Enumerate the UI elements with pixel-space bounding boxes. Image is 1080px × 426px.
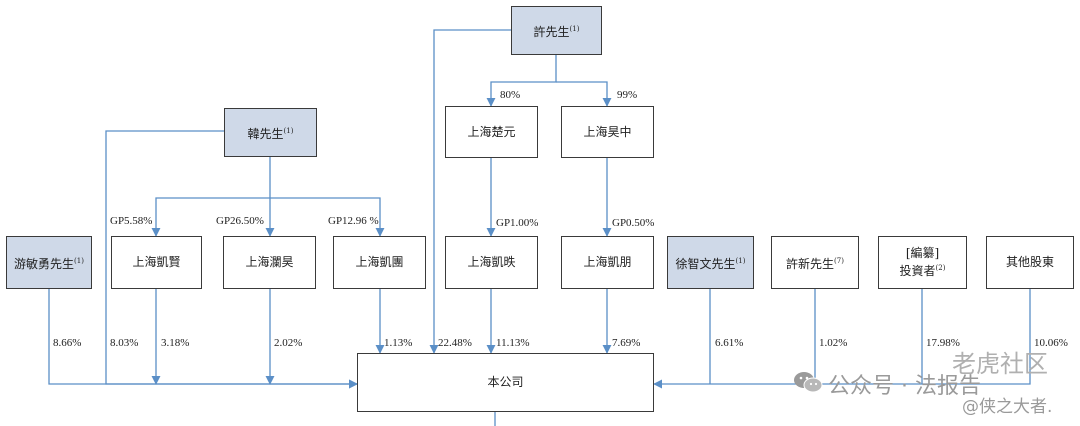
box-others-label: 其他股東: [1005, 255, 1054, 269]
box-kaituan-label: 上海凱團: [355, 255, 404, 269]
box-kaixian-label: 上海凱賢: [132, 255, 181, 269]
box-chuyuan: 上海楚元: [445, 106, 538, 158]
pct-investors: 17.98%: [926, 337, 960, 349]
line-xu-haozhong: [556, 81, 612, 107]
pct-kaixian: 3.18%: [161, 337, 190, 349]
pct-lanhao: 2.02%: [274, 337, 303, 349]
line-others-company: [653, 289, 1031, 389]
box-haozhong-label: 上海昊中: [583, 124, 632, 139]
box-xuxin-note: (7): [834, 256, 844, 265]
box-lanhao-label: 上海瀾昊: [245, 255, 294, 269]
box-others: 其他股東: [986, 236, 1074, 289]
box-you-note: (1): [74, 256, 84, 265]
pct-kaipeng: 7.69%: [612, 337, 641, 349]
wechat-icon: [794, 372, 823, 393]
box-company-label: 本公司: [487, 375, 524, 389]
pct-kaipeng-gp: GP0.50%: [612, 217, 655, 229]
pct-haozhong: 99%: [617, 89, 638, 101]
pct-kaixian-gp: GP5.58%: [110, 215, 153, 227]
box-han: 韓先生(1): [224, 108, 317, 157]
box-xu-note: (1): [569, 24, 580, 33]
watermark-channel: 公众号 · 法报告: [828, 374, 981, 399]
box-kaiyi-label: 上海凱昳: [467, 255, 516, 269]
pct-kaiyi: 11.13%: [496, 337, 530, 349]
box-xuzhiwen-label: 徐智文先生: [675, 256, 736, 271]
box-xu: 許先生(1): [511, 6, 602, 55]
pct-xuzhiwen: 6.61%: [715, 337, 744, 349]
box-kaipeng: 上海凱朋: [561, 236, 654, 289]
line-you-company: [48, 289, 358, 389]
pct-lanhao-gp: GP26.50%: [216, 215, 264, 227]
box-investors-note: (2): [935, 264, 946, 272]
box-xuzhiwen: 徐智文先生(1): [667, 236, 754, 289]
box-xuzhiwen-note: (1): [735, 256, 746, 265]
pct-kaiyi-gp: GP1.00%: [496, 217, 539, 229]
line-xu-chuyuan: [486, 55, 557, 107]
box-han-note: (1): [283, 126, 294, 135]
box-xuxin: 許新先生(7): [771, 236, 859, 289]
box-chuyuan-label: 上海楚元: [467, 124, 516, 139]
pct-others: 10.06%: [1034, 337, 1068, 349]
box-you: 游敏勇先生(1): [6, 236, 92, 289]
box-investors: [編纂] 投資者(2): [878, 236, 967, 289]
box-kaiyi: 上海凱昳: [445, 236, 538, 289]
pct-xuxin: 1.02%: [819, 337, 848, 349]
pct-chuyuan: 80%: [500, 89, 521, 101]
box-investors-line2: 投資者: [899, 264, 936, 278]
box-kaipeng-label: 上海凱朋: [583, 255, 632, 269]
box-lanhao: 上海瀾昊: [223, 236, 316, 289]
box-haozhong: 上海昊中: [561, 106, 654, 158]
pct-you: 8.66%: [53, 337, 82, 349]
line-han-bus: [151, 157, 271, 237]
box-kaixian: 上海凱賢: [111, 236, 202, 289]
box-investors-line1: [編纂]: [905, 246, 940, 260]
pct-kaituan-gp: GP12.96 %: [328, 215, 379, 227]
pct-kaituan: 1.13%: [384, 337, 413, 349]
box-kaituan: 上海凱團: [333, 236, 426, 289]
line-xu-company: [429, 29, 511, 354]
watermark-handle: @侠之大者.: [962, 397, 1053, 417]
box-xu-label: 許先生: [533, 24, 570, 39]
box-company: 本公司: [357, 353, 654, 412]
line-han-kaituan: [270, 197, 385, 237]
box-xuxin-label: 許新先生: [786, 256, 835, 271]
pct-xu: 22.48%: [438, 337, 472, 349]
pct-han: 8.03%: [110, 337, 139, 349]
watermark-forum: 老虎社区: [952, 350, 1048, 378]
box-han-label: 韓先生: [247, 126, 284, 141]
box-you-label: 游敏勇先生: [14, 256, 75, 271]
